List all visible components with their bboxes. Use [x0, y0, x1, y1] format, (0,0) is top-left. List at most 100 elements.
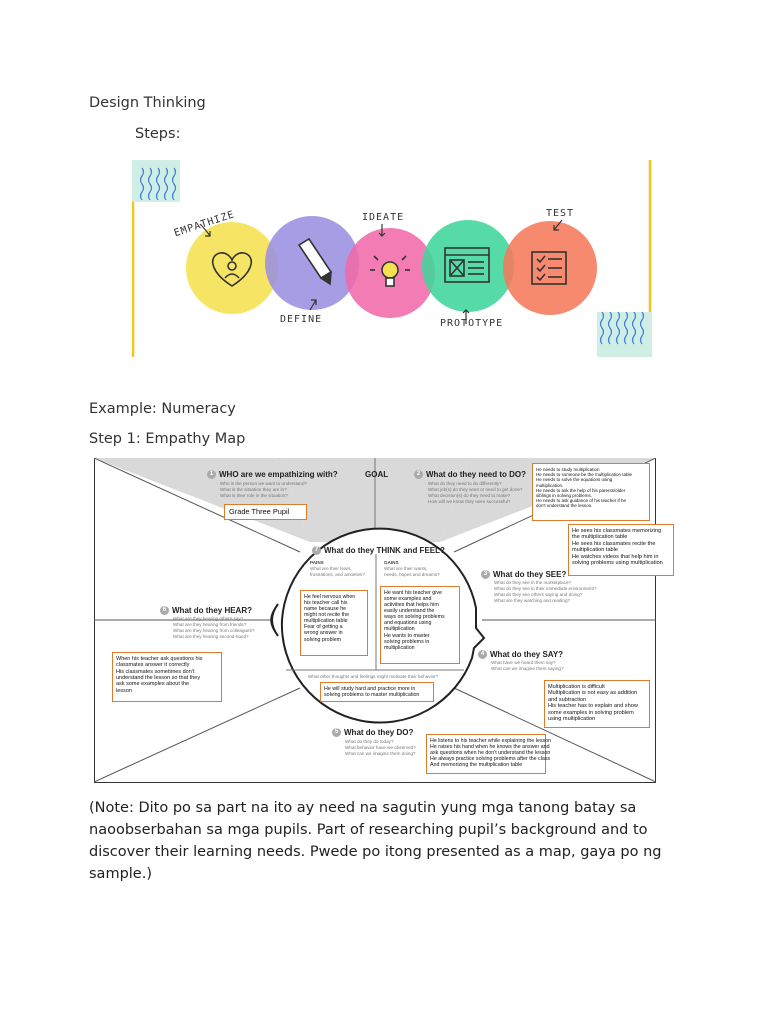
pains-answer-line: He feel nervous when	[304, 594, 356, 600]
q5-sub-line: What do they do today?	[345, 739, 394, 744]
q3-sub-line: What do they see others saying and doing…	[494, 591, 583, 597]
gains-answer-line: multiplication	[384, 644, 415, 651]
gains-answer-line: ways on solving problems	[384, 614, 445, 621]
q5-sub-line: What behavior have we observed?	[345, 744, 416, 750]
need-answer-line: He needs to ask guidance of his teacher …	[536, 498, 627, 504]
squiggle-lines-bottom	[599, 311, 645, 345]
need-answer-line: He needs to ask the help of his parents/…	[536, 487, 626, 493]
need-answer-line: He needs to study multiplication	[536, 467, 600, 472]
heart-person-icon	[211, 252, 253, 287]
heading-design-thinking: Design Thinking	[89, 95, 206, 111]
q6-sub-line: What are they hearing second-hand?	[173, 633, 249, 639]
pains-answer-line: might not recite the	[304, 612, 350, 619]
arrow-marks	[199, 219, 563, 324]
gains-answer-line: some examples and	[384, 596, 432, 603]
say-answer-line: His teacher has to explain and show	[548, 703, 638, 710]
step1-label: Step 1: Empathy Map	[89, 431, 246, 447]
pains-title: PAINS	[310, 560, 324, 565]
example-label: Example: Numeracy	[89, 401, 236, 417]
gains-answer-line: easily understand the	[384, 608, 435, 615]
do-answer-line: He always practice solving problems afte…	[430, 756, 551, 763]
gains-answer-line: activities that helps him	[384, 602, 439, 609]
stage-label-test: TEST	[546, 208, 574, 219]
pains-answer-line: multiplication table	[304, 618, 348, 625]
do-answer-line: He raises his hand when he knows the ans…	[430, 744, 550, 751]
need-answer-line: He needs to someone be the multiplicatio…	[536, 472, 633, 478]
q7-label: What do they THINK and FEEL?	[324, 546, 445, 555]
say-answer-line: and subtraction	[548, 696, 587, 703]
q1-number: 1	[207, 470, 216, 480]
gains-answer-line: He want his teacher give	[384, 590, 443, 596]
goal-label: GOAL	[365, 470, 389, 479]
q7-number: 7	[312, 546, 321, 556]
pains-sub-line: What are their fears,	[310, 565, 352, 571]
q2-label: What do they need to DO?	[426, 470, 526, 479]
q3-sub-line: What are they watching and reading?	[494, 597, 571, 603]
q3-sub-line: What do they see in the marketplace?	[494, 580, 572, 585]
need-answer-line: don't understand the lesson.	[536, 503, 593, 509]
gains-answer-line: solving problems in	[384, 638, 430, 645]
q6-subtext: What are they hearing others say? What a…	[173, 616, 254, 640]
stage-label-define: DEFINE	[280, 314, 322, 325]
see-answer-box: He sees his classmates memorizing the mu…	[568, 524, 674, 576]
pains-sub-line: frustrations, and anxieties?	[310, 571, 365, 577]
pains-answer-line: solving problem	[304, 636, 342, 643]
q2-sub-line: How will we know they were successful?	[428, 498, 511, 504]
q4-number: 4	[478, 650, 487, 660]
q6-sub-line: What are they hearing from friends?	[173, 621, 247, 627]
q4-sub-line: What have we heard them say?	[491, 660, 556, 665]
pencil-icon	[297, 237, 333, 286]
pains-answer-box: He feel nervous when his teacher call hi…	[300, 590, 368, 656]
q4-subtext: What have we heard them say? What can we…	[491, 660, 564, 672]
need-answer-line: multiplication.	[536, 482, 564, 488]
q2-sub-line: What job(s) do they want or need to get …	[428, 486, 523, 492]
hear-answer-line: When his teacher ask questions his	[116, 656, 203, 662]
pains-heading: PAINS What are their fears, frustrations…	[310, 560, 365, 578]
lightbulb-icon	[370, 255, 410, 287]
pains-answer-line: name because he	[304, 606, 347, 613]
q4-sub-line: What can we imagine them saying?	[491, 665, 564, 671]
q5-sub-line: What can we imagine them doing?	[345, 750, 416, 756]
hear-answer-line: lesson	[116, 687, 132, 694]
stage-label-prototype: PROTOTYPE	[440, 318, 503, 329]
do-answer-line: And memorizing the multiplication table	[430, 762, 523, 769]
stage-label-ideate: IDEATE	[362, 212, 404, 223]
q6-sub-line: What are they hearing others say?	[173, 616, 244, 621]
checklist-icon	[531, 251, 567, 285]
do-answer-line: ask questions when he don't understand t…	[430, 750, 551, 757]
say-answer-box: Multiplication is difficult Multiplicati…	[544, 680, 650, 728]
q2-sub-line: What decision(s) do they need to make?	[428, 492, 511, 498]
motivate-answer-line: He will study hard and practice more in	[324, 686, 416, 692]
pains-answer-line: Fear of getting a	[304, 624, 343, 631]
q2-number: 2	[414, 470, 423, 480]
squiggle-decoration-bottom	[597, 312, 652, 357]
pains-answer-line: his teacher call his	[304, 600, 348, 607]
do-answer-line: He listens to his teacher while explaini…	[430, 738, 552, 744]
gains-answer-box: He want his teacher give some examples a…	[380, 586, 460, 664]
say-answer-line: Multiplication is difficult	[548, 684, 605, 690]
q5-label: What do they DO?	[344, 728, 414, 737]
see-answer-line: He sees his classmates recite the	[572, 540, 656, 547]
stage-prototype-circle	[422, 220, 514, 312]
need-answer-line: He needs to solve the equations using	[536, 477, 613, 483]
q6-sub-line: What are they hearing from colleagues?	[173, 627, 255, 633]
q3-subtext: What do they see in the marketplace? Wha…	[494, 580, 596, 604]
other-thoughts-label: What other thoughts and feelings might m…	[308, 674, 438, 680]
other-thoughts-text: What other thoughts and feelings might m…	[308, 674, 439, 679]
q3-number: 3	[481, 570, 490, 580]
q1-sub-line: What is their role in the situation?	[220, 492, 288, 498]
steps-label: Steps:	[135, 126, 181, 142]
need-answer-line: siblings in solving problems.	[536, 492, 593, 498]
hear-answer-line: His classmates sometimes don't	[116, 668, 195, 675]
q2-sub-line: What do they need to do differently?	[428, 481, 502, 486]
q5-number: 5	[332, 728, 341, 738]
q1-subtext: Who is the person we want to understand?…	[220, 481, 307, 499]
who-answer-box: Grade Three Pupil	[224, 504, 307, 520]
see-answer-line: solving problems using multiplication	[572, 560, 663, 567]
